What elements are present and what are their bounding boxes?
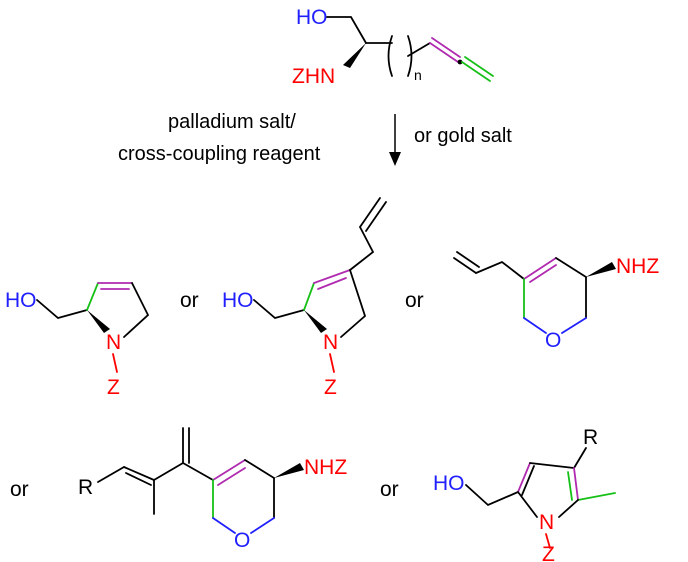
starting-material: HO ZHN n <box>292 6 494 88</box>
sm-amine-label: ZHN <box>292 65 335 88</box>
p3-terminal-vinyl-a <box>453 257 477 274</box>
product-5: R HO N Z <box>433 426 616 562</box>
p3-ring-bond-1 <box>555 257 587 278</box>
p4-r-bond <box>97 466 125 483</box>
p5-c4c5-double <box>567 471 573 501</box>
sm-ch2-bond <box>326 16 367 44</box>
p2-double-bond-b <box>317 277 347 290</box>
sm-repeat-subscript: n <box>414 67 422 83</box>
p5-c5n-bond <box>558 499 579 518</box>
p4-r-label: R <box>78 476 93 499</box>
p2-allyl-double-b <box>365 201 387 232</box>
p2-n-label: N <box>323 331 338 354</box>
p1-new-bond <box>86 282 99 311</box>
p5-nz-bond <box>545 533 551 549</box>
p4-ring-o-label: O <box>234 529 250 552</box>
separator-or-1: or <box>180 289 199 312</box>
sm-right-bracket <box>407 35 413 77</box>
p4-olefin-a <box>123 466 155 481</box>
p4-wedge <box>274 463 304 478</box>
sm-allene-center-dot <box>457 59 463 65</box>
sm-allene-bond-2b <box>464 56 494 77</box>
p4-diene-link <box>153 462 184 481</box>
product-3: NHZ O <box>453 251 659 352</box>
condition-left-line1: palladium salt/ <box>168 111 296 133</box>
p2-nz-bond <box>329 353 335 373</box>
p2-ring-bonds <box>340 269 367 338</box>
p4-amine-label: NHZ <box>304 456 347 479</box>
p3-double-bond-b <box>529 264 557 283</box>
p5-n-label: N <box>539 511 554 534</box>
p3-o-bond-right <box>561 317 587 334</box>
p2-z-label: Z <box>324 376 337 399</box>
p4-olefin-b <box>125 472 152 486</box>
p2-allyl-double-a <box>359 197 381 228</box>
arrow-head <box>389 152 401 166</box>
p5-hydroxyl-label: HO <box>433 472 465 495</box>
p5-c4c5-bond <box>573 467 579 501</box>
sm-allene-bond-1b <box>431 37 461 58</box>
product-2: HO N Z <box>222 197 387 399</box>
p4-o-bond-left <box>212 517 236 534</box>
p2-wedge <box>304 310 327 333</box>
p5-ch2-bonds <box>465 484 519 507</box>
p5-c2n-bond <box>517 491 538 518</box>
p4-ring-bond-1 <box>244 459 275 479</box>
p1-ch2-bonds <box>36 299 88 319</box>
p1-nz-bond <box>112 353 118 373</box>
p2-new-bond <box>303 282 315 311</box>
p3-terminal-vinyl-b <box>456 251 480 268</box>
p3-wedge <box>586 262 616 277</box>
p3-double-bond-a <box>523 257 557 280</box>
p1-ring-bonds <box>123 282 150 338</box>
condition-left-line2: cross-coupling reagent <box>118 143 321 165</box>
p4-ring-link <box>182 462 214 481</box>
p1-z-label: Z <box>107 376 120 399</box>
sm-wedge-bond <box>343 43 366 68</box>
p5-c3c4-bond <box>529 462 575 469</box>
p2-double-bond-a <box>313 269 351 284</box>
condition-right: or gold salt <box>414 125 512 147</box>
p5-z-label: Z <box>542 543 555 562</box>
p2-allyl-chain <box>349 226 375 271</box>
separator-or-2: or <box>405 289 424 312</box>
separator-or-3: or <box>10 478 29 501</box>
p5-methyl-bond <box>577 492 616 501</box>
sm-allene-bond-2a <box>461 61 491 82</box>
p2-hydroxyl-label: HO <box>222 289 254 312</box>
p1-wedge <box>87 310 110 333</box>
reaction-arrow-group: palladium salt/ cross-coupling reagent o… <box>118 111 512 166</box>
p3-allyl-chain <box>475 260 525 280</box>
sm-left-bracket <box>387 35 393 77</box>
p4-double-bond-b <box>217 467 246 486</box>
sm-hydroxyl-label: HO <box>296 6 328 29</box>
p1-hydroxyl-label: HO <box>5 289 37 312</box>
p3-ring-o-label: O <box>545 329 561 352</box>
p4-double-bond-a <box>212 459 246 481</box>
p3-o-bond-left <box>523 317 547 334</box>
sm-allene-bond-1a <box>429 42 459 63</box>
p5-c2c3-bond <box>517 462 531 493</box>
product-1: HO N Z <box>5 282 150 399</box>
p5-c2c3-double <box>521 465 535 496</box>
p1-n-label: N <box>106 331 121 354</box>
p5-r-label: R <box>583 426 598 449</box>
separator-or-4: or <box>380 478 399 501</box>
sm-chain-bond-2 <box>407 42 431 57</box>
p3-amine-label: NHZ <box>616 255 659 278</box>
p2-ch2-bonds <box>253 299 305 319</box>
p5-r-bond <box>573 447 587 469</box>
product-4: R NHZ O <box>78 427 347 552</box>
p4-o-bond-right <box>250 517 275 534</box>
